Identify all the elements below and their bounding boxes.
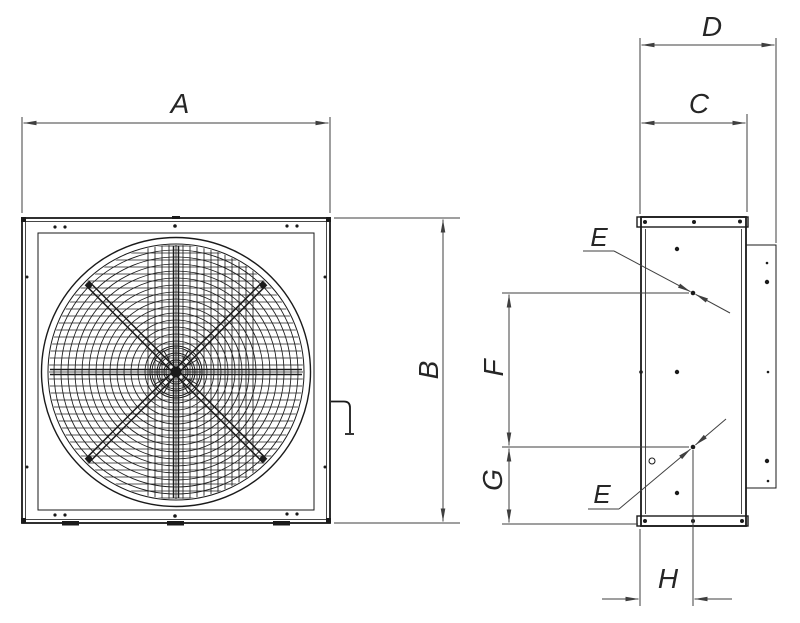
- dim-label-d: D: [701, 11, 723, 42]
- dim-label-a: A: [170, 88, 190, 119]
- dim-label-c: C: [688, 88, 710, 119]
- top-flange: [636, 216, 749, 228]
- leader-E-top: [583, 250, 731, 314]
- dim-label-f: F: [478, 359, 509, 377]
- hook-handle: [331, 400, 354, 435]
- dim-label-g: G: [477, 469, 508, 491]
- side-view: [636, 216, 777, 527]
- dim-label-h: H: [657, 563, 679, 594]
- leader-E-bottom: [588, 418, 727, 510]
- dimension-annotations: [21, 38, 777, 606]
- dim-label-b: B: [413, 360, 444, 380]
- frame-screws: [25, 216, 327, 518]
- grille-rim-outer: [40, 236, 312, 508]
- rear-panel: [745, 244, 777, 489]
- fan-hub: [149, 345, 203, 399]
- fan-frame: [21, 216, 331, 526]
- fastener-point-top: [690, 290, 696, 296]
- drain-hole: [648, 457, 656, 465]
- fastener-point-bottom: [690, 444, 696, 450]
- dim-label-e-top: E: [590, 222, 608, 252]
- grille-rim-inner: [47, 243, 305, 501]
- front-view: [21, 216, 354, 526]
- dim-label-e-bottom: E: [593, 479, 611, 509]
